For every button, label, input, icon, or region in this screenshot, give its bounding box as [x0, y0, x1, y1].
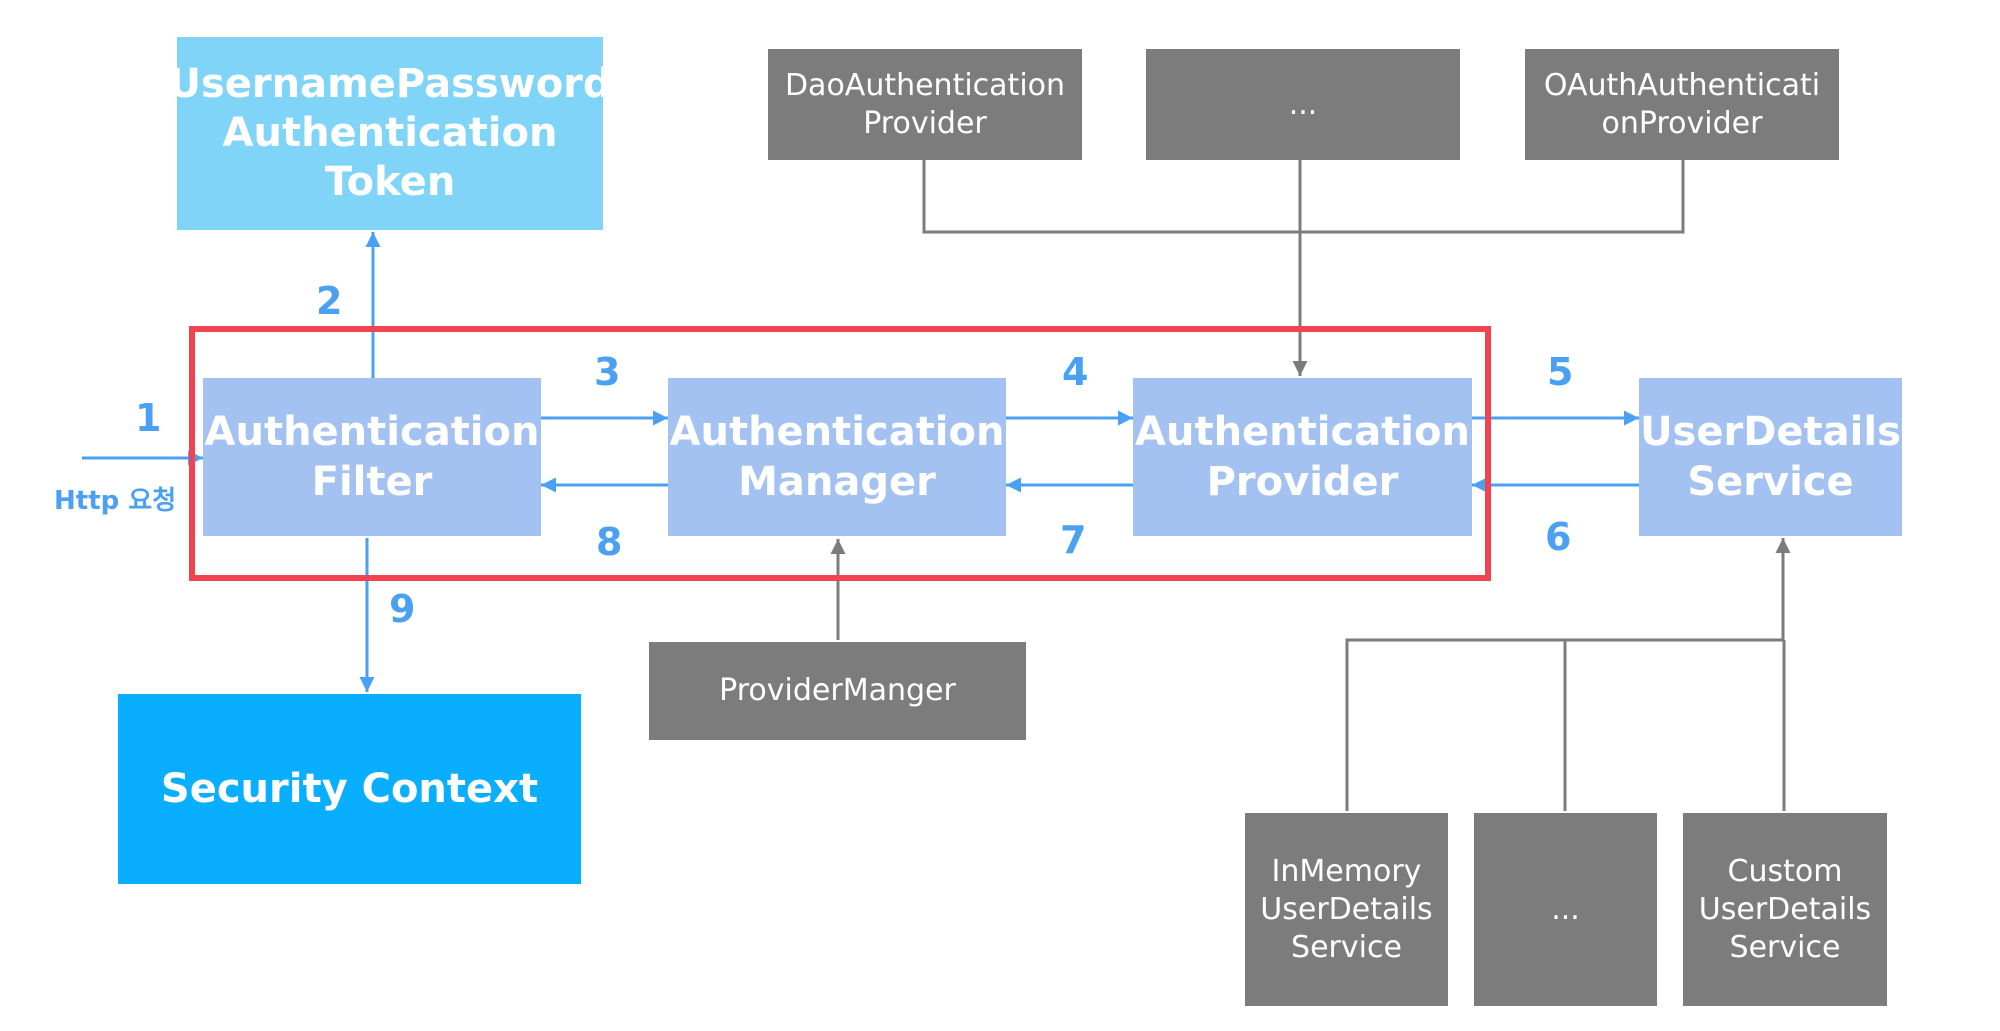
step-5-label: 5: [1547, 350, 1574, 394]
dao-authentication-provider-label: DaoAuthentication Provider: [784, 67, 1066, 141]
authentication-manager-label: Authentication Manager: [669, 409, 1005, 505]
username-password-authentication-token-box: UsernamePassword Authentication Token: [168, 37, 612, 230]
other-user-details-services-label: ...: [1551, 891, 1580, 927]
other-providers-box: ...: [1146, 49, 1460, 160]
step-4-label: 4: [1062, 350, 1089, 394]
security-context-box: Security Context: [118, 694, 581, 884]
oauth-authentication-provider-label: OAuthAuthenticati onProvider: [1543, 67, 1821, 141]
step-7-label: 7: [1060, 518, 1087, 562]
step-2-label: 2: [316, 279, 343, 323]
custom-user-details-service-label: Custom UserDetails Service: [1698, 853, 1872, 965]
dao-authentication-provider-box: DaoAuthentication Provider: [768, 49, 1082, 160]
security-context-label: Security Context: [160, 766, 539, 812]
step-6-label: 6: [1545, 515, 1572, 559]
step-3-label: 3: [594, 350, 621, 394]
other-user-details-services-box: ...: [1474, 813, 1657, 1006]
user-details-service-label: UserDetails Service: [1640, 409, 1901, 505]
service-implementations-bus: [1345, 638, 1783, 811]
provider-manger-label: ProviderManger: [719, 673, 956, 708]
authentication-manager-box: Authentication Manager: [668, 378, 1006, 536]
custom-user-details-service-box: Custom UserDetails Service: [1683, 813, 1887, 1006]
authentication-filter-label: Authentication Filter: [204, 409, 540, 505]
authentication-provider-label: Authentication Provider: [1135, 409, 1470, 505]
authentication-filter-box: Authentication Filter: [203, 378, 541, 536]
inmemory-user-details-service-label: InMemory UserDetails Service: [1260, 853, 1433, 965]
step-9-label: 9: [389, 587, 416, 631]
user-details-service-box: UserDetails Service: [1639, 378, 1902, 536]
username-password-authentication-token-label: UsernamePassword Authentication Token: [168, 61, 612, 205]
other-providers-label: ...: [1288, 86, 1318, 122]
provider-manger-box: ProviderManger: [649, 642, 1026, 740]
step-1-label: 1: [135, 396, 162, 440]
provider-implementations-bus: [922, 158, 1685, 234]
step-8-label: 8: [596, 520, 623, 564]
inmemory-user-details-service-box: InMemory UserDetails Service: [1245, 813, 1448, 1006]
authentication-provider-box: Authentication Provider: [1133, 378, 1472, 536]
oauth-authentication-provider-box: OAuthAuthenticati onProvider: [1525, 49, 1839, 160]
http-request-label: Http 요청: [54, 486, 177, 516]
core-components-highlight-frame: [189, 326, 1491, 581]
